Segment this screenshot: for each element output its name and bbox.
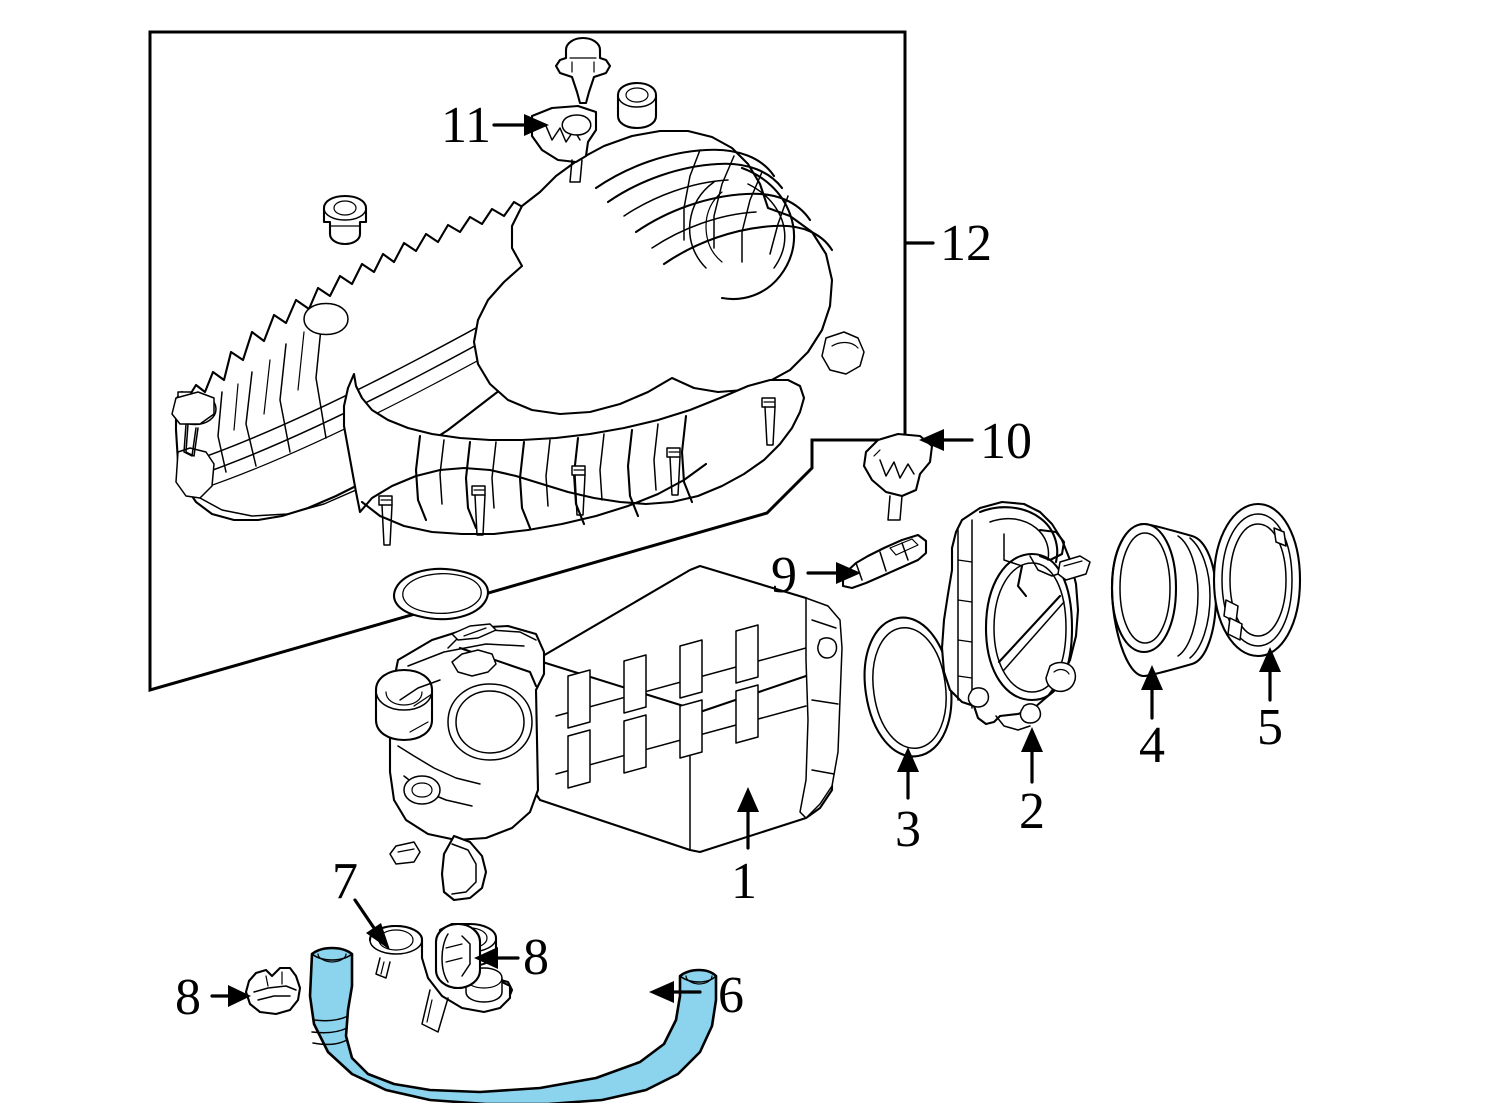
callout-label-4: 4 bbox=[1139, 717, 1165, 774]
callout-label-5: 5 bbox=[1257, 699, 1283, 756]
push-pin-clip bbox=[554, 36, 612, 105]
manifold-bolt bbox=[378, 495, 393, 546]
manifold-bolt bbox=[571, 465, 586, 516]
charge-air-cooler bbox=[374, 564, 843, 902]
rubber-grommet-upper bbox=[616, 81, 658, 130]
manifold-bolt bbox=[666, 447, 681, 496]
callout-label-7: 7 bbox=[332, 853, 358, 910]
hose-retaining-clip bbox=[244, 966, 302, 1016]
callout-label-2: 2 bbox=[1019, 783, 1045, 840]
air-intake-sleeve-boot bbox=[1110, 522, 1218, 678]
cooler-fin-slots bbox=[567, 624, 759, 789]
throttle-body-seal-ring bbox=[863, 616, 953, 758]
rubber-grommet-left bbox=[322, 194, 368, 246]
intake-air-temperature-sensor bbox=[841, 533, 928, 590]
callout-label-10: 10 bbox=[980, 413, 1032, 470]
callout-label-6: 6 bbox=[718, 967, 744, 1024]
hose-retaining-clip bbox=[434, 922, 482, 990]
hose-clamp-ring bbox=[1212, 502, 1302, 658]
callout-label-3: 3 bbox=[895, 801, 921, 858]
manifold-bolt bbox=[471, 485, 486, 536]
manifold-gasket-oval bbox=[393, 567, 489, 621]
callout-label-11: 11 bbox=[441, 97, 491, 154]
assembly-group-boundary bbox=[148, 30, 907, 692]
callout-label-8-left: 8 bbox=[175, 969, 201, 1026]
manifold-mounting-bracket-right bbox=[862, 432, 934, 521]
callout-label-12: 12 bbox=[940, 215, 992, 272]
throttle-body bbox=[940, 500, 1091, 731]
manifold-bolt bbox=[761, 397, 776, 446]
callout-leaders bbox=[210, 114, 1281, 1007]
air-intake-hose[interactable] bbox=[308, 946, 718, 1103]
callout-label-8-right: 8 bbox=[523, 929, 549, 986]
manifold-mounting-bracket-left bbox=[530, 104, 598, 183]
callout-labels: 1 2 3 4 5 6 7 8 8 9 10 11 12 bbox=[175, 97, 1283, 1026]
intake-manifold-assembly bbox=[171, 129, 865, 621]
callout-label-1: 1 bbox=[731, 853, 757, 910]
callout-label-9: 9 bbox=[771, 547, 797, 604]
